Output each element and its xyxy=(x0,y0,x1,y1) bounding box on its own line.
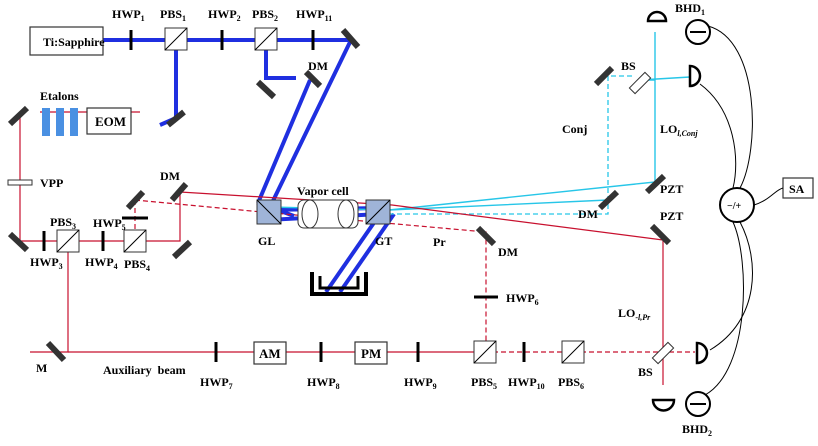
hwp3-label: HWP3 xyxy=(30,255,63,271)
mirror-pbs4-top xyxy=(125,189,146,211)
hwp5-label: HWP5 xyxy=(93,216,126,232)
pzt1-label: PZT xyxy=(660,182,683,196)
pbs3-label: PBS3 xyxy=(50,215,76,231)
mirror-dm-cyan xyxy=(597,189,620,211)
pbs-cubes xyxy=(56,27,585,364)
mirrors xyxy=(7,28,672,363)
bs-bottom-plate xyxy=(651,341,675,365)
bs-top-plate xyxy=(628,71,652,95)
eom-box xyxy=(86,107,132,135)
wiring xyxy=(699,25,784,396)
mirror-m xyxy=(45,340,67,363)
pbs5-label: PBS5 xyxy=(471,375,497,391)
dm-red-label: DM xyxy=(498,245,518,259)
bhd1-detectors xyxy=(646,10,711,88)
pzt2-label: PZT xyxy=(660,209,683,223)
laser-label: Ti:Sapphire xyxy=(43,35,105,49)
hwp11-label: HWP11 xyxy=(296,7,332,23)
m-label: M xyxy=(36,361,47,375)
mirror-top-right xyxy=(340,28,361,49)
pbs4-label: PBS4 xyxy=(124,257,150,273)
pump-beam xyxy=(103,38,396,294)
bhd2-detectors xyxy=(651,341,711,417)
mirror-left-bottom xyxy=(7,231,30,253)
beam-dump xyxy=(310,272,368,296)
pbs2-cube xyxy=(254,27,278,51)
etalons-label: Etalons xyxy=(40,89,79,103)
hwp2-label: HWP2 xyxy=(208,7,241,23)
mirror-left-top xyxy=(7,105,30,127)
gl-cube xyxy=(256,199,282,225)
pbs4-cube xyxy=(123,229,147,253)
hwp1-label: HWP1 xyxy=(112,7,145,23)
mirror-conj xyxy=(593,65,615,87)
pbs1-label: PBS1 xyxy=(160,7,186,23)
labels: HWP1 PBS1 HWP2 PBS2 HWP11 BHD1 BHD2 DM B… xyxy=(30,1,712,438)
pbs2-label: PBS2 xyxy=(252,7,278,23)
pbs1-cube xyxy=(164,27,188,51)
lo-pr-label: LO-l,Pr xyxy=(618,306,651,322)
mirror-dm-near-cell xyxy=(303,69,323,89)
mirror-dm-mid xyxy=(169,182,189,202)
vapor-cell-label: Vapor cell xyxy=(297,184,349,198)
gt-label: GT xyxy=(375,234,392,248)
mirror-eom-right xyxy=(166,109,186,128)
dm-mid-label: DM xyxy=(160,169,180,183)
mirror-pbs4-right xyxy=(171,239,193,260)
mirror-dm-top xyxy=(255,79,277,100)
gt-cube xyxy=(365,199,391,225)
gl-label: GL xyxy=(258,234,275,248)
hwp9-label: HWP9 xyxy=(404,375,437,391)
eom-label: EOM xyxy=(95,114,126,129)
mirror-dm-red xyxy=(475,225,497,247)
hwp8-label: HWP8 xyxy=(307,375,340,391)
pm-box xyxy=(354,341,388,365)
mirror-pzt2 xyxy=(649,223,672,246)
bs-bottom-label: BS xyxy=(638,365,653,379)
aux-beam-label: Auxiliary beam xyxy=(103,363,186,377)
half-wave-plates xyxy=(42,30,526,362)
etalons-group xyxy=(42,108,78,136)
pr-label: Pr xyxy=(433,235,446,249)
dm-cyan-label: DM xyxy=(578,207,598,221)
conj-label: Conj xyxy=(562,122,587,136)
dm-top-label: DM xyxy=(308,59,328,73)
hwp10-label: HWP10 xyxy=(508,375,545,391)
vapor-cell xyxy=(297,199,359,229)
am-box xyxy=(253,341,287,365)
mirror-pzt1 xyxy=(644,173,667,195)
hwp6-label: HWP6 xyxy=(506,291,539,307)
pbs5-cube xyxy=(473,340,497,364)
hwp4-label: HWP4 xyxy=(85,255,118,271)
vpp-plate xyxy=(7,179,33,186)
bs-top-label: BS xyxy=(621,59,636,73)
pbs6-label: PBS6 xyxy=(558,375,584,391)
am-label: AM xyxy=(259,346,281,361)
bhd1-label: BHD1 xyxy=(675,1,705,17)
pbs3-cube xyxy=(56,229,80,253)
hwp7-label: HWP7 xyxy=(200,375,233,391)
laser-box xyxy=(29,26,104,56)
vpp-label: VPP xyxy=(40,176,63,190)
subtractor-label: −/+ xyxy=(727,201,741,212)
bhd2-label: BHD2 xyxy=(682,422,712,438)
pbs6-cube xyxy=(561,340,585,364)
lo-conj-label: LOl,Conj xyxy=(660,122,698,138)
pm-label: PM xyxy=(361,346,381,361)
sa-label: SA xyxy=(789,182,805,196)
